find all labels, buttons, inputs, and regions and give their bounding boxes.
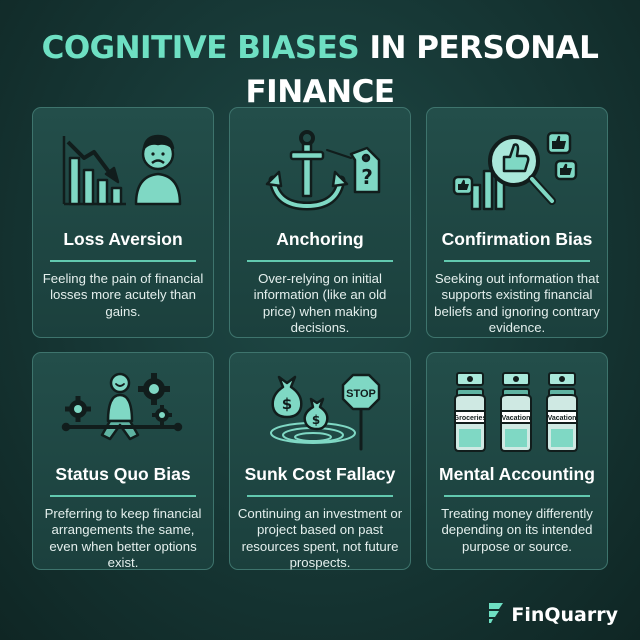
jar-label-3: Vacation	[548, 415, 577, 422]
labeled-money-jars-icon: Groceries Vacation	[427, 365, 607, 457]
svg-text:?: ?	[361, 165, 373, 189]
magnifier-thumbs-up-icon	[427, 120, 607, 222]
card-loss-aversion: Loss Aversion Feeling the pain of financ…	[32, 107, 214, 338]
money-bags-whirlpool-stop-icon: $ $ STOP	[230, 365, 410, 457]
declining-chart-sad-person-icon	[33, 120, 213, 222]
card-title: Confirmation Bias	[441, 229, 593, 249]
anchor-price-tag-icon: ?	[230, 120, 410, 222]
page-title-accent: COGNITIVE BIASES	[41, 30, 360, 66]
card-title: Mental Accounting	[439, 464, 595, 484]
finquarry-logo-icon	[487, 601, 505, 628]
card-confirmation-bias: Confirmation Bias Seeking out informatio…	[426, 107, 608, 338]
bias-card-grid: Loss Aversion Feeling the pain of financ…	[32, 107, 608, 570]
page-title: COGNITIVE BIASES IN PERSONAL FINANCE	[0, 26, 640, 114]
card-divider	[50, 260, 196, 262]
svg-text:$: $	[282, 395, 292, 413]
card-description: Over-relying on initial information (lik…	[253, 270, 387, 336]
brand-name: FinQuarry	[511, 603, 618, 626]
card-title: Status Quo Bias	[55, 464, 191, 484]
card-divider	[50, 495, 196, 497]
stop-sign-label: STOP	[346, 388, 376, 400]
card-status-quo-bias: Status Quo Bias Preferring to keep finan…	[32, 352, 214, 570]
card-mental-accounting: Groceries Vacation	[426, 352, 608, 570]
jar-label-2: Vacation	[502, 415, 531, 422]
card-sunk-cost-fallacy: $ $ STOP Sunk Cost Fallacy Continuing an…	[229, 352, 411, 570]
brand-logo: FinQuarry	[487, 601, 618, 628]
svg-text:$: $	[312, 413, 320, 427]
page-title-rest: IN PERSONAL FINANCE	[245, 30, 599, 110]
card-divider	[247, 260, 393, 262]
card-divider	[247, 495, 393, 497]
card-title: Anchoring	[276, 229, 364, 249]
person-sitting-gears-icon	[33, 365, 213, 457]
card-divider	[444, 260, 590, 262]
card-divider	[444, 495, 590, 497]
card-description: Preferring to keep financial arrangement…	[44, 505, 202, 571]
card-anchoring: ? Anchoring Over-relying on initial info…	[229, 107, 411, 338]
card-description: Treating money differently depending on …	[441, 505, 593, 554]
card-description: Continuing an investment or project base…	[237, 505, 403, 571]
card-description: Feeling the pain of financial losses mor…	[42, 270, 204, 319]
card-description: Seeking out information that supports ex…	[434, 270, 600, 336]
jar-label-1: Groceries	[454, 415, 487, 422]
card-title: Sunk Cost Fallacy	[244, 464, 396, 484]
card-title: Loss Aversion	[63, 229, 183, 249]
